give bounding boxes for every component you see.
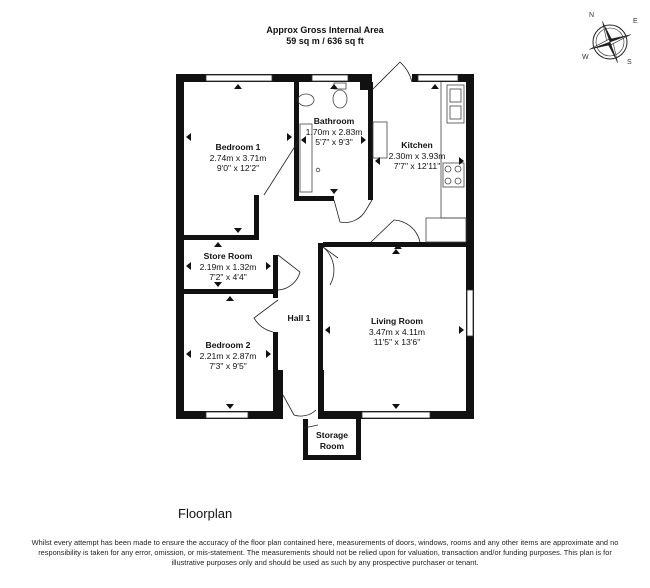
room-imperial: 5'7" x 9'3" xyxy=(315,137,353,147)
area-heading: Approx Gross Internal Area 59 sq m / 636… xyxy=(200,25,450,47)
windows xyxy=(205,74,474,419)
room-imperial: 11'5" x 13'6" xyxy=(373,337,421,347)
room-bedroom-1: Bedroom 1 2.74m x 3.71m 9'0" x 12'2" xyxy=(198,142,278,174)
room-metric: 1.70m x 2.83m xyxy=(305,126,363,137)
compass-n: N xyxy=(589,12,595,19)
room-imperial: 9'0" x 12'2" xyxy=(216,163,260,173)
doors xyxy=(253,61,421,429)
compass-e: E xyxy=(633,18,638,25)
compass-rose-icon: N E S W xyxy=(580,12,640,72)
room-metric: 2.19m x 1.32m xyxy=(199,261,257,272)
room-storage-room: Storage Room xyxy=(308,430,356,451)
room-name: Bedroom 1 xyxy=(215,142,261,152)
area-title: Approx Gross Internal Area xyxy=(266,25,384,35)
room-metric: 2.30m x 3.93m xyxy=(388,150,446,161)
room-name: Store Room xyxy=(203,251,253,261)
room-imperial: 7'3" x 9'5" xyxy=(209,361,247,371)
room-metric: 2.21m x 2.87m xyxy=(199,350,257,361)
room-name: Bedroom 2 xyxy=(205,340,251,350)
room-bedroom-2: Bedroom 2 2.21m x 2.87m 7'3" x 9'5" xyxy=(186,340,270,372)
disclaimer-text: Whilst every attempt has been made to en… xyxy=(31,538,619,567)
room-bathroom: Bathroom 1.70m x 2.83m 5'7" x 9'3" xyxy=(298,116,370,148)
room-hall: Hall 1 xyxy=(280,313,318,324)
compass-w: W xyxy=(582,54,589,61)
room-imperial: 7'2" x 4'4" xyxy=(209,272,247,282)
room-name-line2: Room xyxy=(319,440,345,451)
dimension-markers xyxy=(186,84,464,409)
room-metric: 3.47m x 4.11m xyxy=(368,326,426,337)
compass-s: S xyxy=(627,59,632,66)
room-kitchen: Kitchen 2.30m x 3.93m 7'7" x 12'11" xyxy=(376,140,458,172)
room-name: Kitchen xyxy=(401,140,433,150)
room-name: Living Room xyxy=(370,316,424,326)
floor-label: Floorplan xyxy=(178,506,233,521)
room-metric: 2.74m x 3.71m xyxy=(209,152,267,163)
room-name: Hall 1 xyxy=(287,313,311,323)
room-name: Bathroom xyxy=(313,116,355,126)
room-imperial: 7'7" x 12'11" xyxy=(393,161,441,171)
room-store-room: Store Room 2.19m x 1.32m 7'2" x 4'4" xyxy=(186,251,270,283)
room-name-line1: Storage xyxy=(316,430,348,440)
room-living-room: Living Room 3.47m x 4.11m 11'5" x 13'6" xyxy=(352,316,442,348)
area-figures: 59 sq m / 636 sq ft xyxy=(286,36,364,46)
inner-walls xyxy=(176,82,474,414)
